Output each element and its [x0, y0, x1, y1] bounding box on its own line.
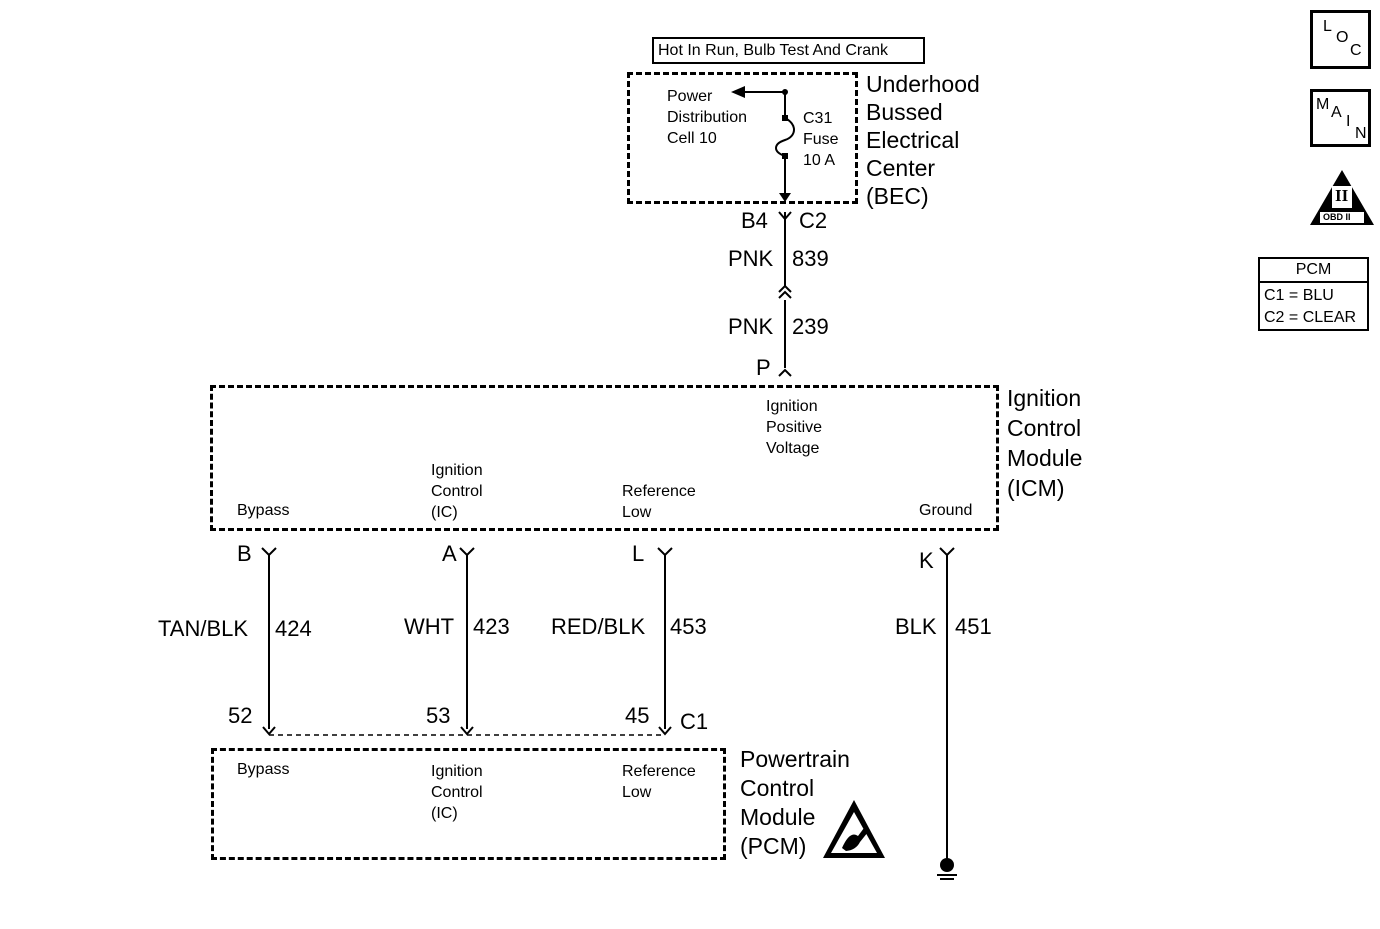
obd-ii-roman: II — [1335, 186, 1349, 205]
icm-pin-p: P — [756, 355, 771, 380]
hot-in-run-label: Hot In Run, Bulb Test And Crank — [658, 42, 889, 59]
wire-839-circuit: 839 — [792, 246, 829, 271]
icm-connector-p-mark — [778, 368, 792, 377]
pcm-pin-45: 45 — [625, 703, 650, 728]
pcm-legend-divider — [1260, 281, 1367, 283]
pcm-pin-45-mark — [658, 726, 672, 736]
bec-connector-c2: C2 — [799, 208, 828, 233]
icm-pin-b: B — [237, 541, 252, 566]
ground-icon — [940, 858, 954, 872]
pcm-connector-legend: PCM C1 = BLU C2 = CLEAR — [1258, 257, 1369, 331]
obd-ii-text: OBD II — [1323, 212, 1351, 222]
icm-pin-a: A — [442, 541, 457, 566]
loc-icon-c: C — [1350, 42, 1362, 59]
loc-icon[interactable]: L O C — [1310, 10, 1371, 69]
pcm-legend-title: PCM — [1295, 261, 1332, 278]
fuse-symbol — [775, 117, 795, 157]
pcm-label-bypass: Bypass — [237, 761, 290, 778]
icm-box — [210, 385, 999, 531]
fuse-terminal-bottom — [782, 153, 788, 159]
pdc-arrow-head — [731, 86, 745, 98]
pcm-title: Powertrain Control Module (PCM) — [740, 746, 850, 859]
wire-839-color: PNK — [728, 246, 774, 271]
main-icon[interactable]: M A I N — [1310, 89, 1371, 147]
fuse-terminal-top — [782, 115, 788, 121]
icm-pin-b-mark — [261, 547, 277, 557]
wire-451-circuit: 451 — [955, 614, 992, 639]
icm-pin-l-mark — [657, 547, 673, 557]
pcm-pin-53: 53 — [426, 703, 451, 728]
pcm-label-ref: Reference Low — [622, 763, 696, 801]
hot-in-run-label-box — [652, 37, 925, 64]
icm-label-ipv: Ignition Positive Voltage — [766, 398, 823, 457]
bec-splice-dot — [782, 89, 788, 95]
main-icon-m: M — [1316, 96, 1330, 113]
icm-pin-l: L — [632, 541, 645, 566]
icm-pin-k: K — [919, 548, 934, 573]
pcm-pin-53-mark — [460, 726, 474, 736]
wire-453-color: RED/BLK — [551, 614, 646, 639]
main-icon-i: I — [1346, 113, 1351, 130]
main-icon-n: N — [1355, 125, 1367, 142]
pcm-label-ic: Ignition Control (IC) — [431, 763, 483, 822]
fuse-out-arrow-head — [779, 193, 791, 202]
pcm-box — [211, 748, 726, 860]
wire-453-circuit: 453 — [670, 614, 707, 639]
icm-pin-k-mark — [939, 547, 955, 557]
loc-icon-o: O — [1336, 29, 1349, 46]
wire-423-color: WHT — [404, 614, 455, 639]
pcm-pin-52-mark — [262, 726, 276, 736]
esd-warning-icon — [823, 800, 885, 858]
icm-title: Ignition Control Module (ICM) — [1007, 385, 1083, 501]
icm-label-bypass: Bypass — [237, 502, 290, 519]
obd-ii-triangle — [1310, 170, 1374, 225]
obd-ii-icon[interactable]: II OBD II — [1308, 168, 1376, 228]
pcm-pin-52: 52 — [228, 703, 253, 728]
bec-box — [627, 72, 858, 204]
icm-label-ref: Reference Low — [622, 483, 696, 521]
icm-label-ic: Ignition Control (IC) — [431, 462, 483, 521]
wire-424-color: TAN/BLK — [158, 616, 249, 641]
fuse-label: C31 Fuse 10 A — [803, 110, 839, 169]
main-icon-a: A — [1331, 104, 1342, 121]
wire-239-color: PNK — [728, 314, 774, 339]
bec-title: Underhood Bussed Electrical Center (BEC) — [866, 71, 980, 209]
bec-connector-mark — [778, 211, 792, 221]
wire-424-circuit: 424 — [275, 616, 312, 641]
loc-icon-l: L — [1323, 18, 1332, 35]
inline-connector-mark — [778, 284, 792, 299]
pcm-legend-line1: C1 = BLU — [1264, 287, 1334, 304]
pcm-connector-c1: C1 — [680, 709, 709, 734]
wire-239-circuit: 239 — [792, 314, 829, 339]
pcm-legend-line2: C2 = CLEAR — [1264, 309, 1357, 326]
wire-451-color: BLK — [895, 614, 937, 639]
pdc-label: Power Distribution Cell 10 — [667, 88, 748, 147]
bec-pin-b4: B4 — [741, 208, 768, 233]
icm-label-ground: Ground — [919, 502, 973, 519]
icm-pin-a-mark — [459, 547, 475, 557]
wire-423-circuit: 423 — [473, 614, 510, 639]
